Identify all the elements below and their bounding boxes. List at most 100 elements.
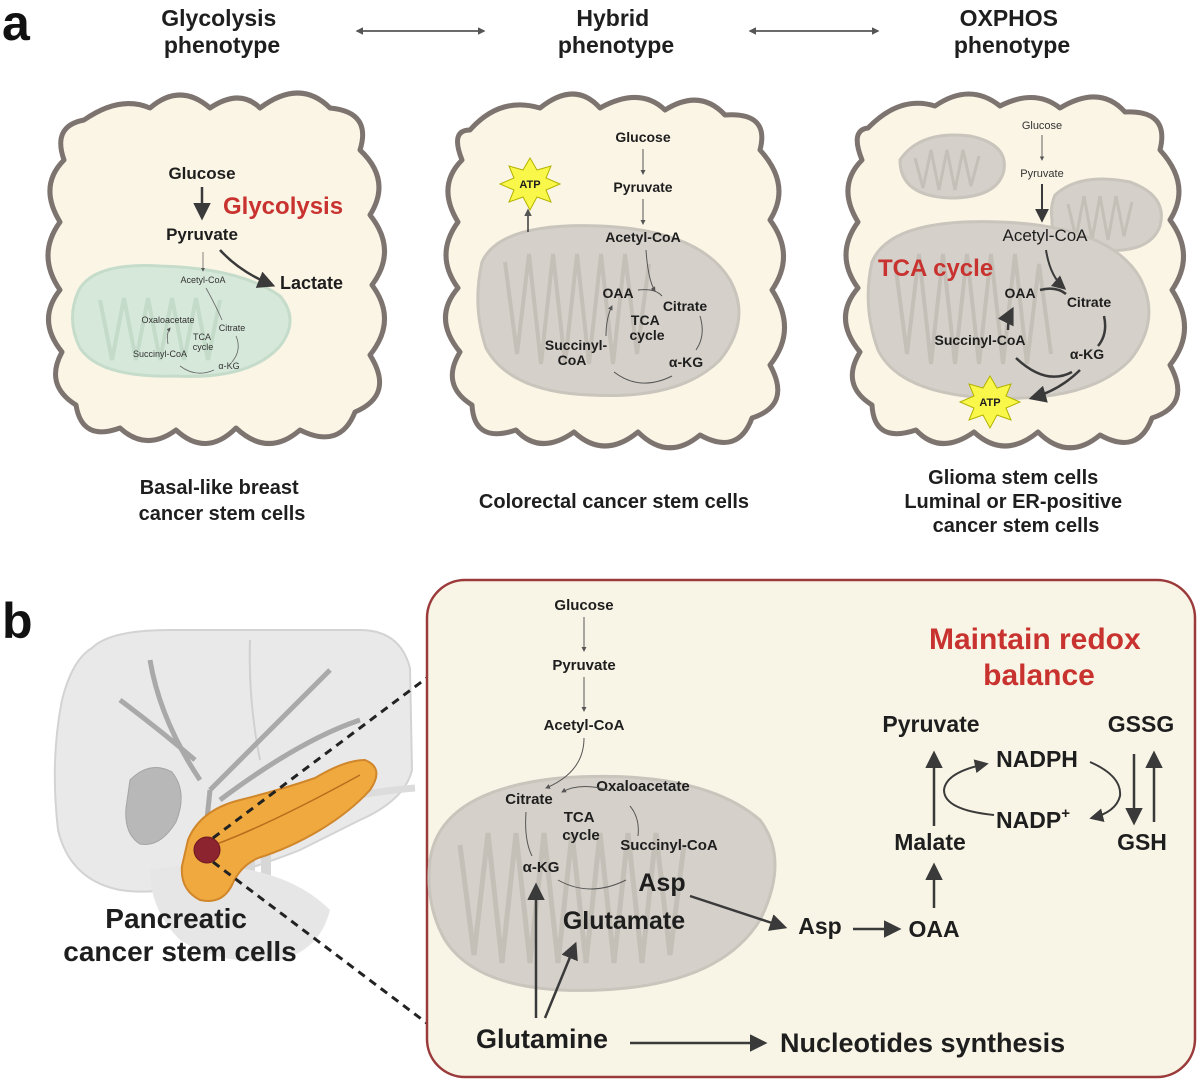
- acetylcoa-label: Acetyl-CoA: [605, 229, 680, 245]
- acetylcoa-label: Acetyl-CoA: [544, 717, 625, 734]
- tca-line: cycle: [629, 327, 664, 343]
- oxaloacetate-label: Oxaloacetate: [596, 778, 689, 795]
- citrate-label: Citrate: [1067, 294, 1112, 310]
- succinyl-line: CoA: [558, 352, 587, 368]
- succinylcoa-label: Succinyl-CoA: [620, 837, 718, 854]
- arrow-acetylcoa-citrate: [545, 737, 585, 789]
- akg-label: α-KG: [1070, 346, 1104, 362]
- glycolysis-label: Glycolysis: [223, 193, 343, 220]
- redox-line: balance: [983, 659, 1095, 692]
- acetylcoa-label: Acetyl-CoA: [1002, 226, 1088, 245]
- zoom-line-bottom: [212, 860, 429, 1026]
- tca-cycle-label: TCA cycle: [629, 312, 664, 343]
- gssg-label: GSSG: [1108, 711, 1174, 737]
- succinylcoa-label: Succinyl-CoA: [133, 349, 187, 359]
- tca-line: cycle: [193, 342, 214, 352]
- heading-line: Hybrid: [576, 5, 649, 31]
- arrow-acetylcoa-citrate: [1045, 249, 1067, 290]
- oaa-label: OAA: [602, 285, 633, 301]
- redox-cycle-right: [1089, 761, 1122, 823]
- caption-basal-like: Basal-like breast cancer stem cells: [139, 477, 306, 525]
- glucose-label: Glucose: [615, 129, 670, 145]
- akg-label: α-KG: [523, 859, 560, 876]
- cell-oxphos: Glucose Pyruvate Acetyl-CoA TCA cycle OA…: [843, 91, 1187, 451]
- gsh-label: GSH: [1117, 829, 1167, 855]
- organ-caption: Pancreatic cancer stem cells: [63, 903, 297, 967]
- acetylcoa-label: Acetyl-CoA: [180, 275, 225, 285]
- glutamate-label: Glutamate: [563, 907, 685, 935]
- atp-label: ATP: [519, 179, 540, 191]
- heading-line: phenotype: [558, 32, 674, 58]
- caption-line: cancer stem cells: [139, 503, 306, 525]
- vessels: [118, 659, 361, 881]
- pyruvate-label: Pyruvate: [613, 179, 672, 195]
- heading-line: Glycolysis: [161, 5, 276, 31]
- tca-line: TCA: [193, 332, 211, 342]
- caption-line: Basal-like breast: [140, 477, 299, 499]
- atp-burst: ATP: [958, 375, 1022, 430]
- tca-line: cycle: [562, 827, 600, 844]
- asp-outer-label: Asp: [798, 913, 841, 939]
- pyruvate-label: Pyruvate: [552, 657, 615, 674]
- succinyl-line: Succinyl-: [545, 337, 608, 353]
- heading-line: OXPHOS: [960, 5, 1058, 31]
- akg-label: α-KG: [669, 354, 703, 370]
- oxphos-phenotype-heading: OXPHOS phenotype: [954, 5, 1070, 58]
- redox-line: Maintain redox: [929, 623, 1141, 656]
- caption-line: cancer stem cells: [63, 936, 297, 967]
- nadp-text: NADP: [996, 807, 1061, 833]
- atp-label: ATP: [979, 397, 1000, 409]
- malate-label: Malate: [894, 829, 966, 855]
- succinylcoa-label: Succinyl- CoA: [545, 337, 611, 368]
- oaa-label: OAA: [908, 916, 959, 942]
- nadp-superscript: +: [1061, 805, 1070, 822]
- liver-lobe-line: [248, 639, 261, 761]
- heading-line: phenotype: [954, 32, 1070, 58]
- liver-pancreas-illustration: [53, 629, 416, 962]
- tca-line: TCA: [631, 312, 660, 328]
- tca-cycle-label: TCA cycle: [193, 332, 214, 352]
- tca-cycle-arrows: [1008, 287, 1107, 378]
- caption-glioma: Glioma stem cells Luminal or ER-positive…: [904, 467, 1127, 537]
- nucleotides-label: Nucleotides synthesis: [780, 1028, 1065, 1058]
- arrow-acetylcoa-citrate: [645, 249, 656, 292]
- caption-line: Glioma stem cells: [928, 467, 1098, 489]
- cell-glycolysis: Glucose Glycolysis Pyruvate Lactate Acet…: [45, 90, 387, 446]
- arrow-to-atp: [1028, 369, 1081, 403]
- oxaloacetate-label: Oxaloacetate: [141, 315, 194, 325]
- glucose-label: Glucose: [554, 597, 613, 614]
- arrow-pyruvate-lactate: [219, 249, 276, 288]
- panel-a-label: a: [2, 0, 31, 51]
- caption-line: cancer stem cells: [933, 515, 1100, 537]
- tumor: [193, 836, 221, 864]
- caption-colorectal: Colorectal cancer stem cells: [479, 491, 749, 513]
- tca-cycle-arrows: [167, 287, 239, 374]
- akg-label: α-KG: [218, 361, 239, 371]
- cell-membrane: [45, 90, 387, 446]
- panel-b-label: b: [2, 593, 33, 649]
- citrate-label: Citrate: [505, 791, 553, 808]
- tca-line: TCA: [564, 809, 595, 826]
- redox-cycle-left: [942, 759, 995, 816]
- tca-cycle-arrows: [525, 786, 639, 890]
- gallbladder: [125, 767, 182, 846]
- lactate-label: Lactate: [280, 273, 343, 293]
- citrate-label: Citrate: [219, 323, 246, 333]
- nadp-label: NADP+: [996, 805, 1070, 833]
- tca-cycle-title: TCA cycle: [878, 255, 993, 282]
- pyruvate-label: Pyruvate: [1020, 168, 1063, 180]
- glucose-label: Glucose: [168, 164, 235, 183]
- glutamine-label: Glutamine: [476, 1024, 608, 1054]
- glucose-label: Glucose: [1022, 120, 1062, 132]
- cell-hybrid: ATP Glucose Pyruvate Acetyl-CoA OAA Citr…: [443, 91, 787, 451]
- citrate-label: Citrate: [663, 298, 708, 314]
- hybrid-phenotype-heading: Hybrid phenotype: [558, 5, 674, 58]
- redox-title: Maintain redox balance: [929, 623, 1149, 692]
- pyruvate-label: Pyruvate: [166, 225, 238, 244]
- arrow-asp-export: [689, 894, 788, 931]
- mitochondrion-green: [71, 264, 292, 378]
- nadph-label: NADPH: [996, 746, 1078, 772]
- tca-cycle-arrows: [605, 289, 703, 384]
- zoom-line-top: [212, 675, 429, 840]
